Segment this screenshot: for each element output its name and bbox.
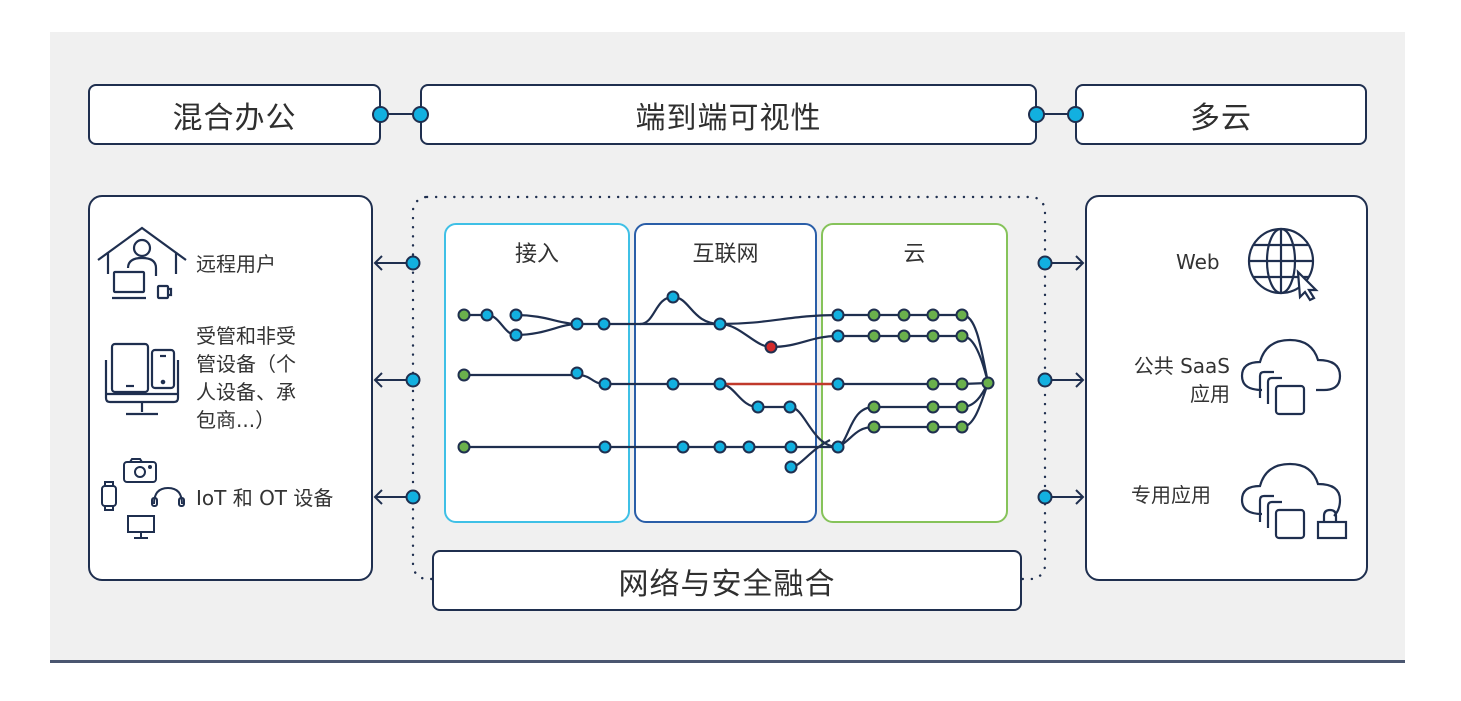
network-node <box>666 377 680 391</box>
apps-panel <box>1085 195 1368 581</box>
network-node <box>955 377 969 391</box>
iot-label: IoT 和 OT 设备 <box>196 486 334 510</box>
network-node <box>676 440 690 454</box>
camera-icon <box>123 458 157 483</box>
network-node <box>955 400 969 414</box>
network-node <box>831 308 845 322</box>
network-node <box>457 440 471 454</box>
devices-label-line: 受管和非受 <box>196 324 296 348</box>
network-node <box>831 329 845 343</box>
network-node <box>597 317 611 331</box>
remote-user-house-icon <box>97 226 187 300</box>
convergence-label: 网络与安全融合 <box>618 566 836 602</box>
network-node <box>955 420 969 434</box>
alert-node <box>764 340 778 354</box>
network-node <box>897 308 911 322</box>
monitor-icon <box>127 515 155 539</box>
network-node <box>867 400 881 414</box>
network-node <box>926 400 940 414</box>
network-node <box>598 377 612 391</box>
saas-label-line: 应用 <box>1190 382 1230 406</box>
network-node <box>713 317 727 331</box>
network-node <box>831 440 845 454</box>
network-node <box>831 377 845 391</box>
remote-user-label: 远程用户 <box>196 252 276 276</box>
multicloud-box: 多云 <box>1075 84 1367 145</box>
network-node <box>570 366 584 380</box>
devices-label: 受管和非受 管设备（个 人设备、承 包商...） <box>196 322 296 434</box>
network-node <box>955 329 969 343</box>
zone-access-label: 接入 <box>514 242 559 267</box>
network-node <box>784 460 798 474</box>
network-node <box>457 308 471 322</box>
network-node <box>509 328 523 342</box>
zone-internet <box>634 223 817 523</box>
lock-icon <box>1316 508 1348 540</box>
iot-devices-icon <box>101 458 185 539</box>
headphones-icon <box>151 486 185 507</box>
devices-icon <box>104 342 180 416</box>
network-node <box>784 440 798 454</box>
network-node <box>713 440 727 454</box>
network-node <box>666 290 680 304</box>
web-label: Web <box>1176 250 1220 274</box>
network-node <box>926 377 940 391</box>
network-node <box>955 308 969 322</box>
network-node <box>480 308 494 322</box>
devices-label-line: 人设备、承 <box>196 380 296 404</box>
connector-node <box>1067 106 1084 123</box>
watch-icon <box>101 481 117 511</box>
devices-label-line: 包商...） <box>196 408 276 432</box>
network-node <box>926 420 940 434</box>
network-node <box>509 308 523 322</box>
multicloud-label: 多云 <box>1190 100 1252 136</box>
network-node <box>598 440 612 454</box>
network-node <box>751 400 765 414</box>
zone-access <box>444 223 630 523</box>
network-node <box>897 329 911 343</box>
hybrid-work-label: 混合办公 <box>172 100 297 136</box>
devices-label-line: 管设备（个 <box>196 352 296 376</box>
network-node <box>783 400 797 414</box>
network-node <box>926 329 940 343</box>
network-node <box>457 368 471 382</box>
connector-line <box>1037 113 1075 115</box>
network-node <box>742 440 756 454</box>
visibility-box: 端到端可视性 <box>420 84 1037 145</box>
network-node <box>570 317 584 331</box>
network-node <box>867 308 881 322</box>
network-node <box>926 308 940 322</box>
visibility-label: 端到端可视性 <box>635 100 822 136</box>
connector-node <box>372 106 389 123</box>
private-apps-label: 专用应用 <box>1131 483 1211 507</box>
cloud-apps-lock-icon <box>1240 462 1348 540</box>
connector-node <box>412 106 429 123</box>
right-arrows <box>1037 255 1085 505</box>
saas-label-line: 公共 SaaS <box>1133 354 1230 378</box>
network-node <box>981 376 995 390</box>
network-node <box>867 420 881 434</box>
hybrid-work-box: 混合办公 <box>88 84 381 145</box>
zone-cloud-label: 云 <box>903 242 926 267</box>
network-node <box>867 329 881 343</box>
zone-internet-label: 互联网 <box>692 242 759 267</box>
globe-cursor-icon <box>1247 227 1319 302</box>
network-node <box>713 377 727 391</box>
left-arrows <box>373 255 421 505</box>
connector-line <box>381 113 420 115</box>
cloud-apps-icon <box>1240 338 1342 416</box>
convergence-box: 网络与安全融合 <box>432 550 1022 611</box>
saas-label: 公共 SaaS 应用 <box>1112 352 1230 408</box>
connector-node <box>1028 106 1045 123</box>
zone-cloud <box>821 223 1008 523</box>
